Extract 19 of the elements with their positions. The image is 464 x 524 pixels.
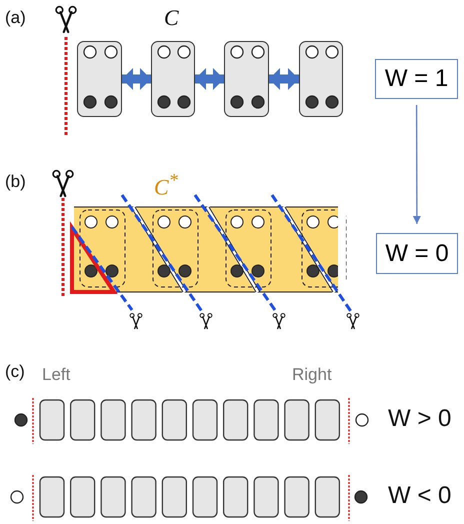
arrow [412, 105, 421, 224]
value-box: W = 1 [375, 59, 458, 99]
condition-label: W > 0 [388, 405, 452, 433]
cell-box [299, 41, 343, 117]
math-symbol: C [164, 5, 179, 31]
value-box: W = 0 [376, 233, 458, 274]
panel-label: (b) [5, 172, 26, 192]
cell-box [151, 41, 195, 117]
double-arrow [122, 68, 151, 90]
math-symbol: C$^{*}$ [154, 170, 178, 200]
cell-box [77, 41, 122, 117]
panel-label: (a) [5, 8, 26, 28]
cell-box [224, 41, 269, 117]
panel-label: (c) [5, 362, 25, 382]
condition-label: W < 0 [388, 482, 452, 510]
double-arrow [195, 68, 224, 90]
side-label: Right [292, 365, 332, 385]
double-arrow [269, 68, 299, 90]
side-label: Left [42, 365, 70, 385]
